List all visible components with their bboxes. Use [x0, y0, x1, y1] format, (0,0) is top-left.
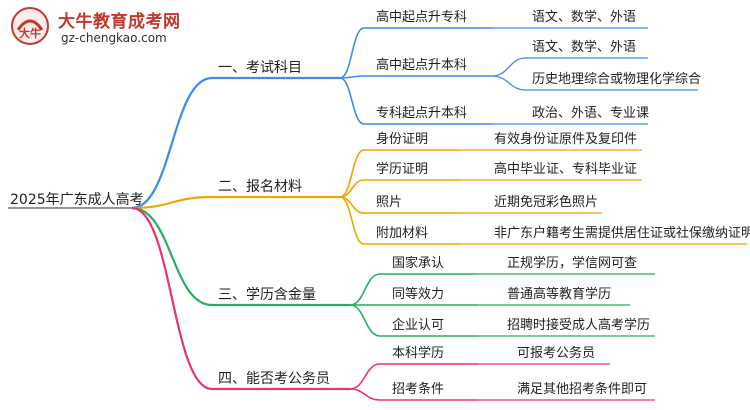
child-connector	[339, 149, 365, 198]
branch-label: 四、能否考公务员	[218, 371, 330, 387]
child-connector	[339, 27, 365, 79]
child-label: 学历证明	[376, 161, 428, 177]
branch-connector	[131, 206, 213, 307]
child-label: 专科起点升本科	[376, 106, 467, 121]
branch-label: 三、学历含金量	[218, 287, 316, 303]
child-label: 招考条件	[392, 381, 444, 397]
child-label: 企业认可	[392, 317, 444, 333]
logo-url: gz-chengkao.com	[61, 31, 167, 45]
logo-title: 大牛教育成考网	[58, 12, 181, 32]
child-label: 身份证明	[376, 131, 428, 147]
child-connector	[349, 304, 381, 337]
child-label: 本科学历	[392, 345, 444, 361]
child-connector	[349, 388, 381, 401]
leaf-label: 招聘时接受成人高考学历	[507, 317, 650, 333]
branch-connector	[131, 206, 213, 391]
logo-mark-icon: 大牛	[11, 7, 49, 45]
leaf-label: 语文、数学、外语	[532, 39, 636, 55]
leaf-connector	[491, 57, 527, 77]
child-label: 国家承认	[392, 255, 444, 271]
branch-label: 二、报名材料	[218, 179, 302, 195]
logo-mark-text: 大牛	[19, 26, 41, 40]
child-label: 照片	[376, 195, 402, 210]
site-logo[interactable]: 大牛 大牛教育成考网 gz-chengkao.com	[6, 2, 206, 52]
child-label: 同等效力	[392, 286, 444, 302]
child-label: 高中起点升专科	[376, 9, 467, 25]
leaf-label: 可报考公务员	[517, 345, 595, 361]
leaf-label: 政治、外语、专业课	[532, 106, 649, 121]
child-connector	[339, 77, 365, 125]
child-connector	[349, 273, 381, 306]
leaf-label: 近期免冠彩色照片	[494, 194, 598, 210]
leaf-label: 历史地理综合或物理化学综合	[532, 71, 701, 87]
leaf-label: 高中毕业证、专科毕业证	[494, 161, 637, 177]
child-label: 附加材料	[376, 226, 428, 241]
mind-map-labels: 2025年广东成人高考一、考试科目高中起点升专科语文、数学、外语高中起点升本科语…	[10, 9, 750, 397]
leaf-label: 语文、数学、外语	[532, 9, 636, 25]
leaf-label: 有效身份证原件及复印件	[494, 131, 637, 147]
branch-connector	[131, 76, 213, 210]
child-connector	[339, 196, 365, 245]
leaf-label: 正规学历，学信网可查	[507, 255, 637, 271]
branch-label: 一、考试科目	[218, 60, 302, 76]
child-label: 高中起点升本科	[376, 57, 467, 73]
leaf-label: 非广东户籍考生需提供居住证或社保缴纳证明	[494, 225, 750, 241]
branch-connector	[131, 195, 213, 210]
mind-map-connectors	[8, 27, 747, 401]
child-connector	[349, 363, 381, 390]
leaf-connector	[491, 75, 527, 91]
leaf-label: 满足其他招考条件即可	[517, 381, 647, 397]
leaf-label: 普通高等教育学历	[507, 286, 611, 302]
root-label: 2025年广东成人高考	[10, 191, 144, 208]
